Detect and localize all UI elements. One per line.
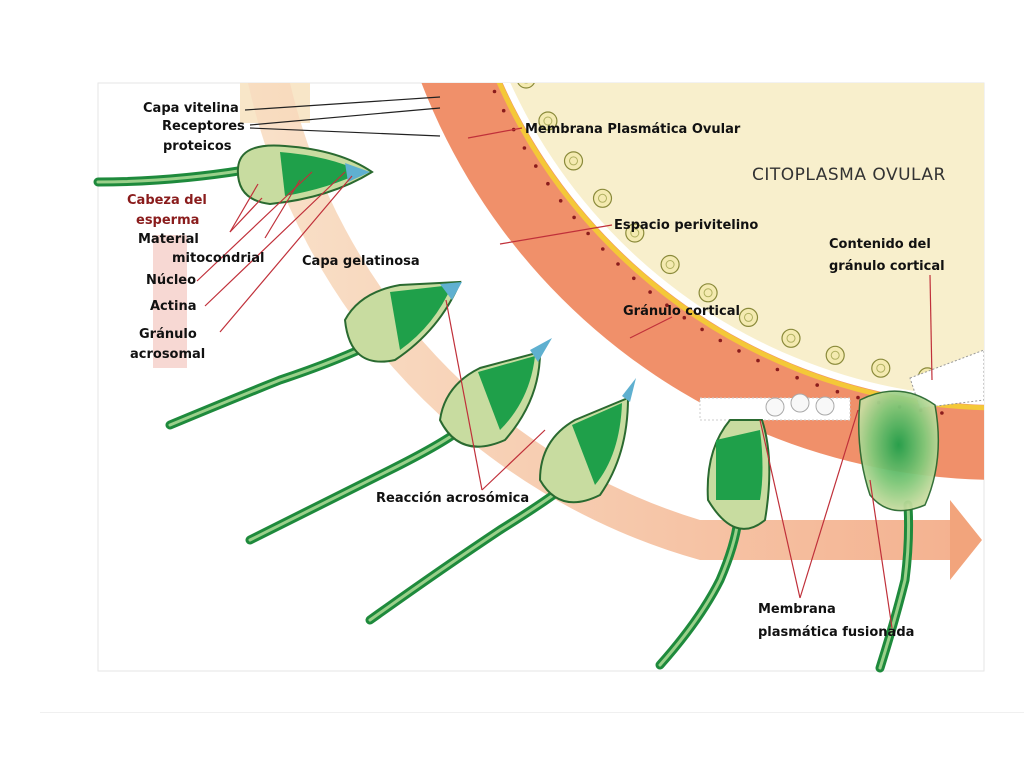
label-plasmatica-fusionada: plasmática fusionada [758, 625, 914, 640]
receptor-dot [718, 338, 723, 343]
cortical-granule [538, 111, 558, 131]
cytoplasm [510, 83, 984, 398]
cortical-granule [871, 358, 891, 378]
receptor-dot [469, 30, 473, 34]
slide-footer-divider [40, 712, 1024, 713]
cortical-granule [592, 188, 613, 208]
movement-arrowhead [950, 500, 982, 580]
receptor-dot [682, 315, 687, 320]
label-esperma: esperma [136, 213, 199, 228]
label-acrosomal: acrosomal [130, 347, 205, 362]
protein-receptors [463, 10, 944, 415]
receptor-dot [815, 383, 819, 387]
sperm-head-4 [365, 378, 636, 625]
receptor-dot [586, 231, 590, 236]
label-proteicos: proteicos [163, 139, 232, 154]
sperm-head-6 [858, 390, 940, 673]
receptor-dot [616, 262, 620, 266]
receptor-dot [835, 389, 840, 394]
receptor-dot [648, 290, 652, 294]
released-granule [790, 393, 810, 413]
sperm-head-5 [655, 419, 771, 670]
receptor-dot [700, 327, 704, 332]
receptor-dot [940, 411, 944, 415]
label-material: Material [138, 232, 199, 247]
label-cabeza: Cabeza del [127, 193, 207, 208]
cortical-granule [625, 223, 645, 243]
label-espacio-perivitelino: Espacio perivitelino [614, 218, 758, 233]
cortical-granule [660, 254, 680, 275]
receptor-dot [665, 303, 669, 308]
receptor-dot [737, 349, 741, 353]
label-citoplasma: CITOPLASMA OVULAR [752, 165, 946, 185]
receptor-dot [476, 50, 480, 54]
label-granulo-cortical: Gránulo cortical [623, 304, 740, 319]
receptor-dot [463, 10, 467, 14]
label-granulo-cortical-contenido: gránulo cortical [829, 259, 945, 274]
receptor-dot [856, 395, 860, 400]
cortical-granule [517, 83, 535, 89]
released-granule [815, 396, 835, 416]
label-granulo-acrosomal: Gránulo [139, 327, 197, 342]
receptor-dot [522, 146, 527, 150]
cortical-granule [781, 328, 801, 348]
label-reaccion-acrosomica: Reacción acrosómica [376, 491, 529, 506]
leader-lines [196, 96, 933, 629]
sperm-head-2 [165, 280, 462, 430]
cortical-granule [738, 307, 759, 327]
receptor-dot [558, 199, 563, 203]
label-nucleo: Núcleo [146, 273, 196, 288]
label-capa-vitelina: Capa vitelina [143, 101, 239, 116]
receptor-dot [572, 215, 576, 220]
cortical-granule [563, 151, 584, 171]
label-capa-gelatinosa: Capa gelatinosa [302, 254, 420, 269]
receptor-dot [546, 181, 550, 186]
receptor-dot [501, 108, 506, 113]
label-membrana: Membrana [758, 602, 836, 617]
receptor-dot [775, 367, 780, 372]
label-receptores: Receptores [162, 119, 245, 134]
receptor-dot [484, 70, 488, 74]
receptor-dot [492, 89, 497, 94]
cortical-granule [698, 283, 718, 303]
label-actina: Actina [150, 299, 196, 314]
label-mitocondrial: mitocondrial [172, 251, 264, 266]
label-highlight [153, 235, 187, 368]
cortical-granule [499, 26, 517, 44]
receptor-dot [795, 375, 799, 380]
receptor-dot [632, 276, 636, 281]
released-granule [765, 397, 785, 417]
label-contenido: Contenido del [829, 237, 931, 252]
receptor-dot [601, 247, 605, 251]
cortical-granule [825, 345, 845, 365]
receptor-dot [534, 164, 538, 168]
receptor-dot [756, 358, 760, 363]
label-membrana-ovular: Membrana Plasmática Ovular [525, 122, 741, 137]
sperm-head-3 [245, 338, 552, 545]
